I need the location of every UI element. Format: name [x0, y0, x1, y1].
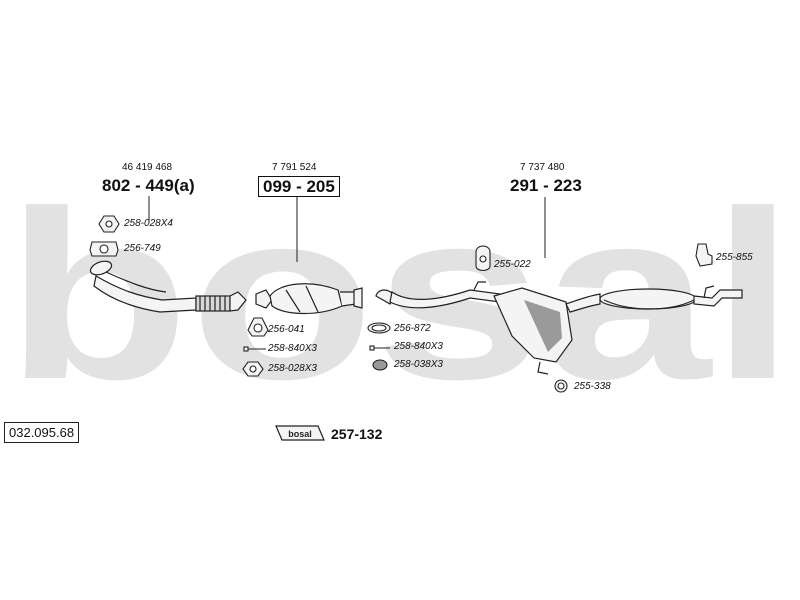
flex-corrugation — [199, 296, 226, 311]
converter-inlet-flange — [255, 289, 273, 309]
oem-number-front-pipe: 46 419 468 — [122, 162, 173, 173]
logo-text: bosal — [288, 429, 312, 439]
accessory-code: 258-028X4 — [124, 218, 173, 229]
logo-plate — [275, 425, 325, 441]
catalog-number: 032.095.68 — [4, 422, 80, 443]
spring-icon — [372, 359, 388, 371]
mounting-kit-logo: bosal — [275, 425, 325, 441]
nut-icon-hole — [249, 365, 257, 373]
accessory-code: 255-855 — [716, 252, 753, 263]
front-pipe — [89, 260, 247, 313]
ring-hanger-icon-hole — [557, 382, 565, 390]
ring-gasket-icon-hole — [371, 324, 387, 332]
intermediate-pipe — [565, 293, 601, 313]
mounting-kit-number: 257-132 — [331, 426, 383, 442]
accessory-code: 256-872 — [394, 323, 431, 334]
tail-hanger — [703, 285, 715, 299]
converter-body — [269, 283, 343, 315]
part-number-catalytic-converter: 099 - 205 — [258, 176, 340, 197]
silencer-shading — [524, 300, 562, 352]
front-pipe-flange — [89, 260, 113, 276]
accessory-code: 258-840X3 — [268, 343, 317, 354]
part-number-front-pipe: 802 - 449(a) — [102, 176, 195, 195]
tail-pipe — [693, 289, 743, 307]
accessory-code: 258-038X3 — [394, 359, 443, 370]
bolt-icon-head — [369, 345, 375, 351]
oem-number-rear-section: 7 737 480 — [520, 162, 565, 173]
rear-silencer-shading — [603, 299, 695, 310]
oem-number-catalytic-converter: 7 791 524 — [272, 162, 317, 173]
rear-silencer — [599, 288, 697, 310]
accessory-code: 255-338 — [574, 381, 611, 392]
accessory-code: 255-022 — [494, 259, 531, 270]
rear-section — [375, 281, 743, 375]
accessory-code: 256-749 — [124, 243, 161, 254]
accessory-code: 258-840X3 — [394, 341, 443, 352]
front-pipe-outlet — [229, 291, 247, 312]
triangle-gasket-icon-hole — [253, 323, 263, 333]
front-pipe-tube-upper — [105, 271, 167, 293]
converter-shell-detail — [285, 285, 319, 313]
nut-icon-hole — [105, 220, 113, 228]
accessory-icons — [89, 215, 713, 393]
part-number-rear-section: 291 - 223 — [510, 176, 582, 195]
bracket-icon — [695, 243, 713, 267]
accessory-code: 256-041 — [268, 324, 305, 335]
leader-lines — [148, 196, 546, 262]
flange-gasket-icon-hole — [99, 244, 109, 254]
accessory-code: 258-028X3 — [268, 363, 317, 374]
bolt-icon-head — [243, 346, 249, 352]
hanger-rod — [473, 281, 486, 291]
catalytic-converter — [255, 283, 363, 315]
hanger-lower — [537, 361, 549, 375]
rubber-hanger-icon-hole — [479, 255, 487, 263]
converter-outlet-flange — [353, 287, 363, 309]
